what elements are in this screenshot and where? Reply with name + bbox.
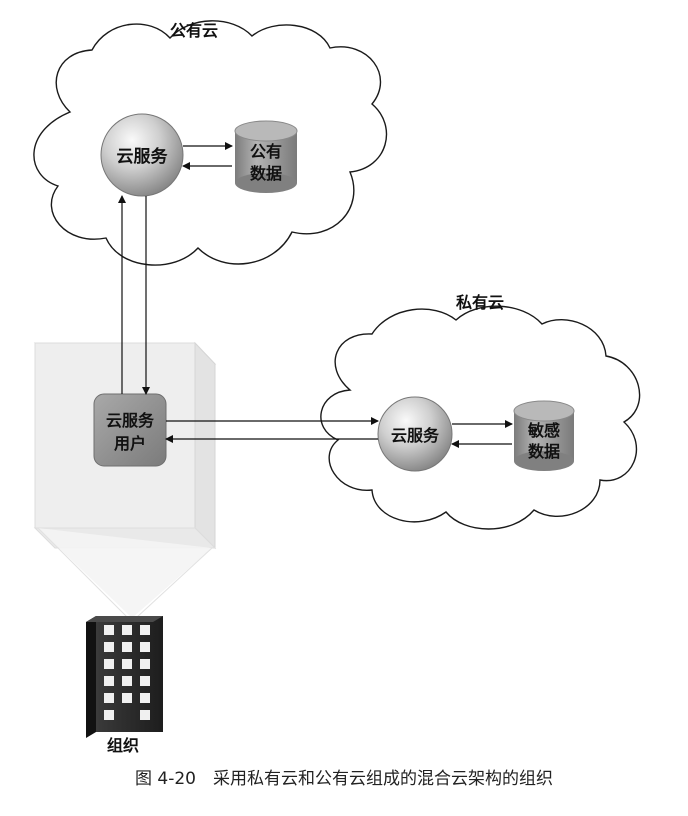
building-window (140, 710, 150, 720)
building-window (140, 659, 150, 669)
building-windows (104, 625, 150, 720)
user-box-line2: 用户 (114, 434, 146, 453)
org-box-side (194, 341, 216, 550)
building-window (122, 676, 132, 686)
private-cloud-service: 云服务 (377, 396, 453, 472)
public-cloud-outline (33, 20, 388, 266)
beam-edge-left (37, 527, 129, 619)
sensitive-db-line2: 数据 (528, 442, 560, 461)
sensitive-db-line1: 敏感 (527, 421, 560, 440)
private-cloud-outline (320, 305, 641, 530)
building-window (104, 710, 114, 720)
private-service-label: 云服务 (391, 426, 440, 445)
projection-beam (38, 528, 212, 618)
building-window (104, 642, 114, 652)
sensitive-data-cylinder: 敏感 数据 (513, 400, 575, 471)
building-window (104, 693, 114, 703)
public-cloud: 公有云 (33, 20, 388, 266)
figure-caption: 图 4-20 采用私有云和公有云组成的混合云架构的组织 (135, 769, 553, 789)
private-service-sphere (377, 396, 453, 472)
beam-edge-right (135, 547, 213, 619)
public-data-cylinder: 公有 数据 (234, 120, 298, 193)
organization-box (33, 341, 217, 619)
building-roof (86, 616, 163, 622)
building-window (140, 642, 150, 652)
public-service-label: 云服务 (117, 146, 169, 167)
organization-building: 组织 (86, 616, 163, 755)
public-cloud-title: 公有云 (170, 21, 218, 40)
building-window (122, 625, 132, 635)
building-window (140, 625, 150, 635)
public-db-line2: 数据 (250, 164, 282, 183)
building-window (140, 676, 150, 686)
building-window (104, 659, 114, 669)
private-cloud-title: 私有云 (456, 293, 504, 312)
building-window (122, 659, 132, 669)
building-window (140, 693, 150, 703)
building-window (122, 642, 132, 652)
building-window (104, 625, 114, 635)
sensitive-db-bottom (514, 451, 574, 471)
public-db-top (234, 120, 298, 142)
user-box-line1: 云服务 (106, 411, 155, 430)
private-cloud: 私有云 (320, 293, 641, 530)
public-service-sphere (100, 113, 184, 197)
cloud-service-user: 云服务 用户 (93, 393, 167, 467)
building-window (104, 676, 114, 686)
building-label: 组织 (107, 736, 139, 755)
public-db-bottom (235, 173, 297, 193)
public-cloud-service: 云服务 (100, 113, 184, 197)
building-side (86, 616, 96, 738)
public-db-line1: 公有 (250, 142, 282, 161)
connection-arrows (118, 142, 513, 448)
building-window (122, 693, 132, 703)
user-box (93, 393, 167, 467)
sensitive-db-top (513, 400, 575, 422)
